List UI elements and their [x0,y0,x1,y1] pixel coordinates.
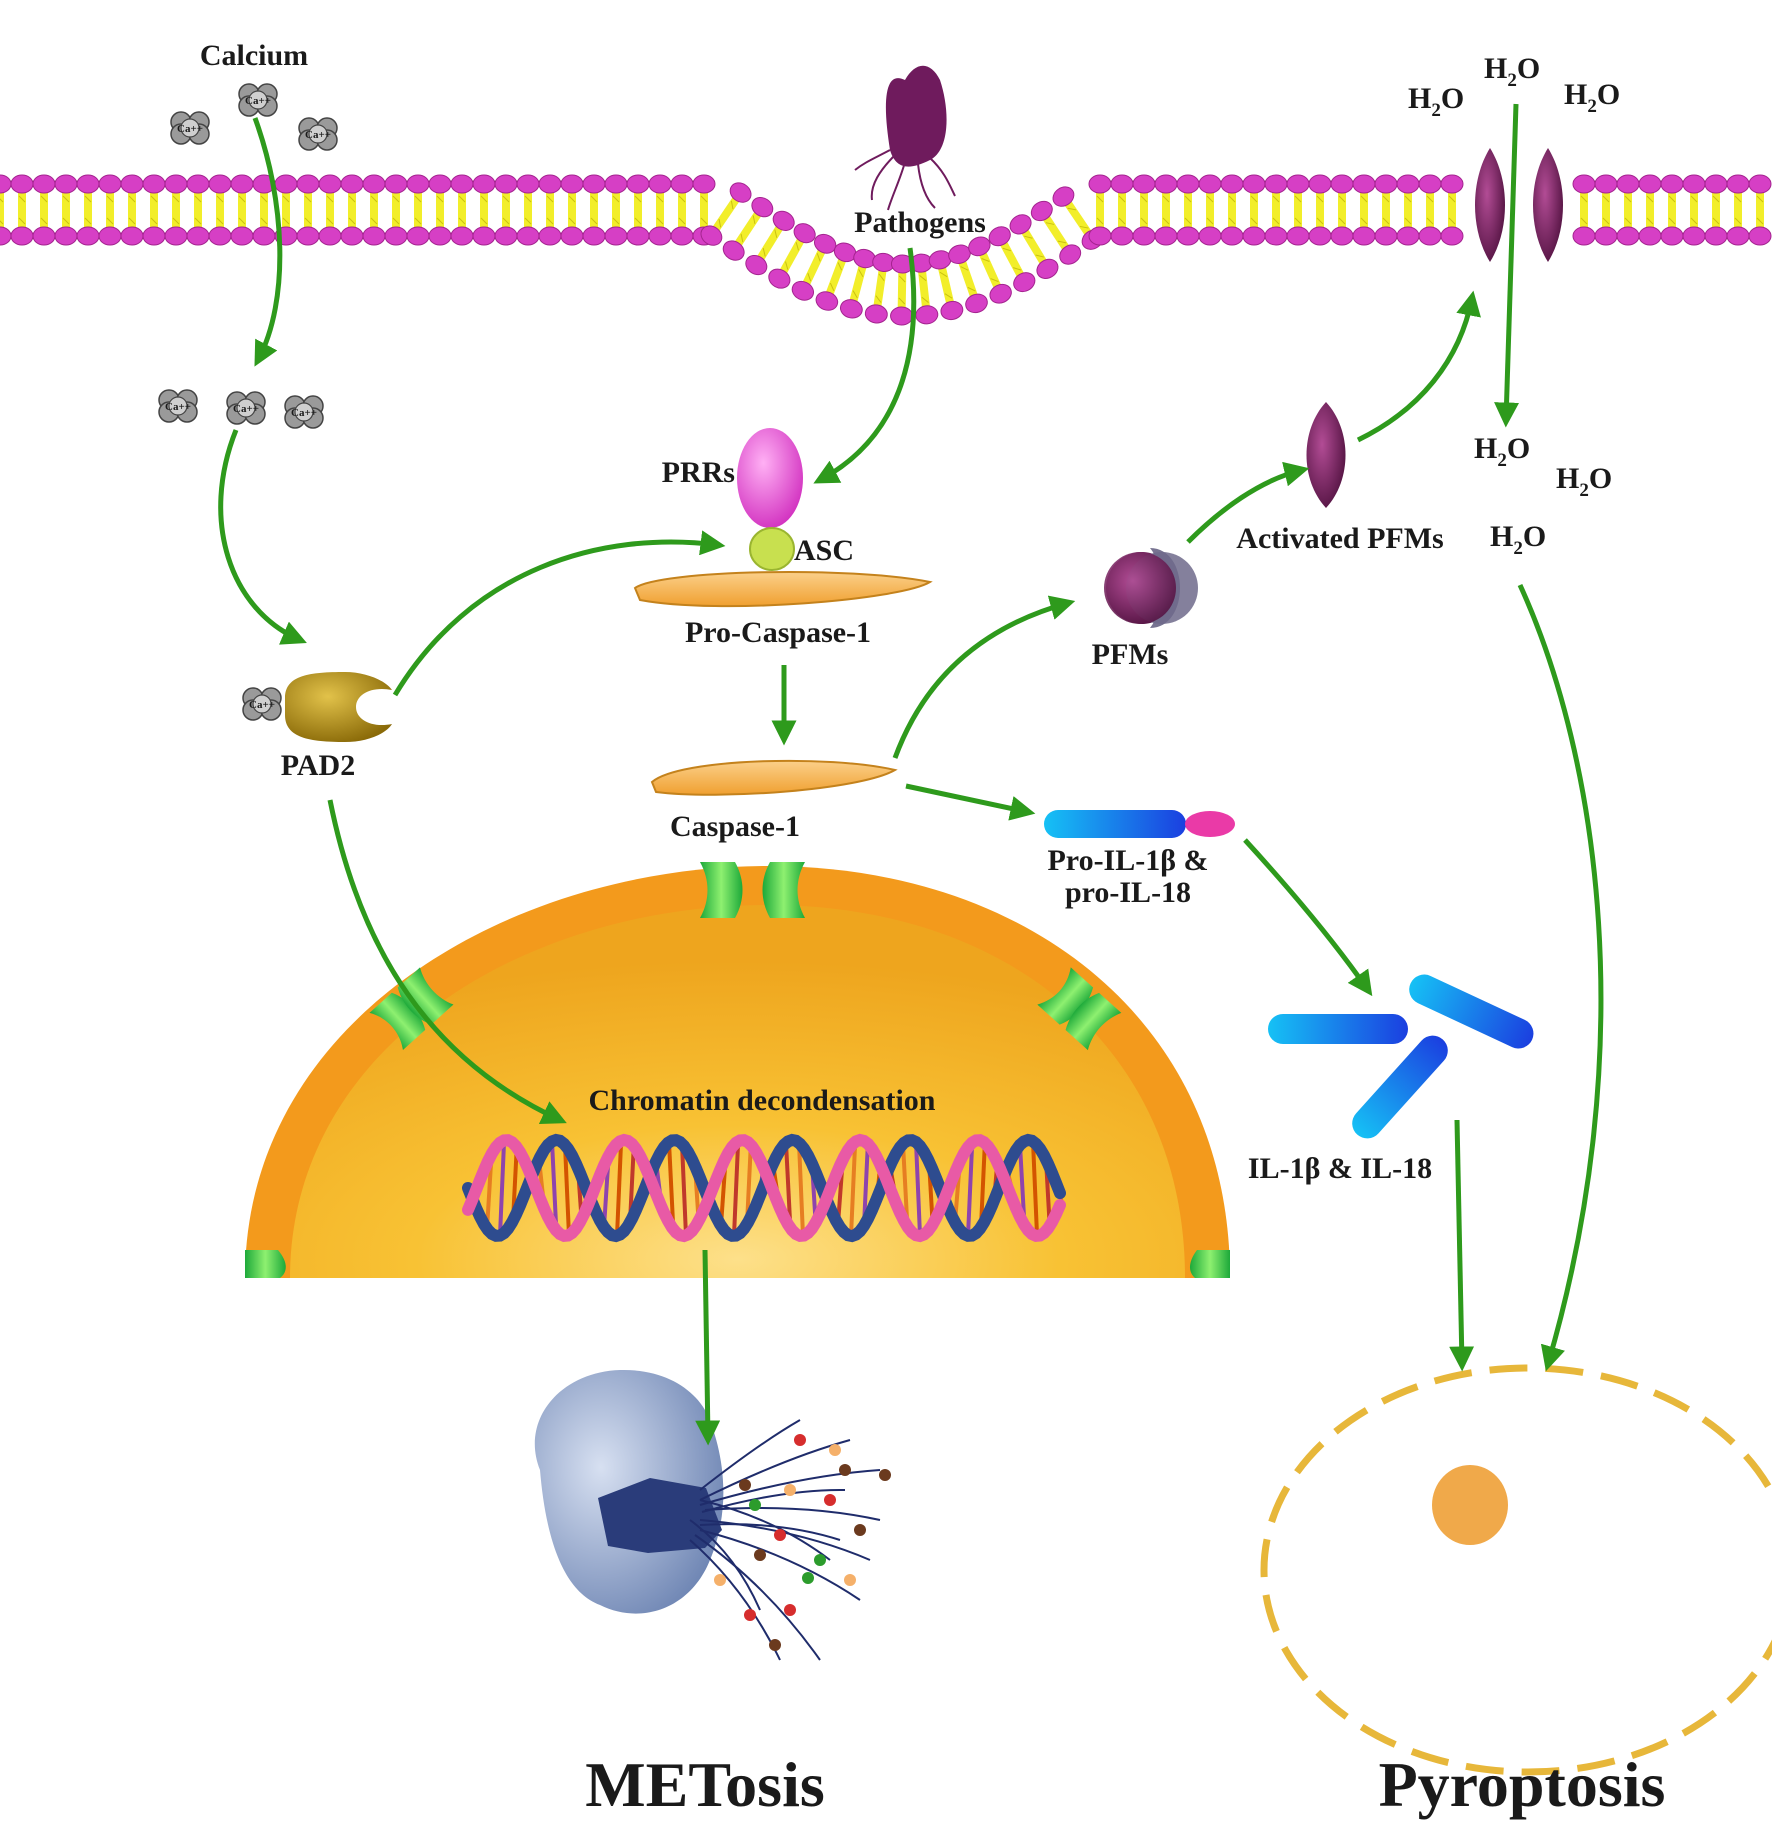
arrow-calcium-to-pad2 [218,429,307,645]
net-fibers [689,1419,891,1661]
pfms-complex [1104,548,1198,628]
svg-text:H2O: H2O [1556,462,1612,501]
arrow-caspase-to-proil [905,783,1036,821]
water-bottom-1: H2O [1474,432,1530,471]
pro-il-molecule [1044,810,1235,838]
water-top-2: H2O [1484,52,1540,91]
pyroptosis-label: Pyroptosis [1379,1749,1666,1820]
calcium-label: Calcium [200,39,308,72]
pathogens-label: Pathogens [854,206,986,239]
il-label: IL-1β & IL-18 [1248,1152,1432,1185]
il-fragment-3 [1352,1035,1448,1139]
asc-adaptor [749,527,795,571]
arrow-calcium-influx [252,117,283,367]
pro-caspase-1-shape [633,570,933,608]
water-top-3: H2O [1564,78,1620,117]
nuclear-pore-left [369,967,454,1050]
activated-pfm [1306,402,1346,508]
svg-text:H2O: H2O [1408,82,1464,121]
arrow-caspase-to-pfms [892,595,1076,759]
pro-caspase-1-label: Pro-Caspase-1 [685,616,871,649]
pro-il-label: Pro-IL-1β & [1047,844,1208,877]
net-cell [534,1369,724,1614]
nuclear-pore-top [700,862,805,918]
membrane-pore-right [1533,148,1563,262]
calcium-ion-icon: Ca++ [284,395,324,429]
prrs-label: PRRs [662,456,735,489]
pro-il-label-2: pro-IL-18 [1065,876,1191,909]
svg-text:Ca++: Ca++ [177,123,203,135]
arrow-il-to-pyroptosis [1449,1119,1475,1372]
svg-text:Ca++: Ca++ [249,699,275,711]
nuclear-pore-bottom-right [1189,1250,1230,1278]
arrow-pad2-to-asc [392,530,726,697]
il-fragment-1 [1268,1014,1408,1044]
nuclear-pore-right [1037,967,1122,1051]
prrs-receptor [737,428,803,528]
nucleus [245,866,1230,1278]
calcium-ion-icon: Ca++ [158,389,198,423]
arrow-chromatin-to-metosis [695,1249,721,1446]
asc-label: ASC [794,534,854,567]
pyroptotic-cell [1260,1364,1772,1776]
chromatin-label: Chromatin decondensation [589,1084,936,1117]
calcium-ion-icon: Ca++ [298,117,338,151]
pathway-arrows [218,103,1604,1446]
calcium-ion-icon: Ca++ [226,391,266,425]
water-bottom-3: H2O [1490,520,1546,559]
calcium-ion-icon: Ca++ [170,111,210,145]
dna-helix [462,1133,1066,1243]
water-top-1: H2O [1408,82,1464,121]
pfms-label: PFMs [1092,638,1169,671]
svg-text:H2O: H2O [1490,520,1546,559]
svg-text:Ca++: Ca++ [245,95,271,107]
pad2-label: PAD2 [281,749,355,782]
caspase-1-label: Caspase-1 [670,810,800,843]
svg-text:Ca++: Ca++ [233,403,259,415]
calcium-ions: Ca++ Ca++ Ca++ Ca++ Ca++ Ca++ Ca++ [158,83,338,721]
pad2-enzyme [285,672,392,742]
il-fragment-2 [1409,974,1534,1049]
arrow-activated-to-membrane [1356,290,1481,443]
svg-text:Ca++: Ca++ [305,129,331,141]
pathogen-icon [854,65,956,211]
svg-text:Ca++: Ca++ [291,407,317,419]
water-bottom-2: H2O [1556,462,1612,501]
arrow-pathogen-to-prrs [813,247,917,484]
arrow-pad2-to-chromatin [327,799,567,1125]
svg-text:Ca++: Ca++ [165,401,191,413]
arrow-water-efflux [1494,103,1520,428]
calcium-ion-icon: Ca++ [242,687,282,721]
nuclear-pore-bottom-left [245,1250,286,1278]
arrow-pfms-to-activated [1186,461,1310,544]
svg-text:H2O: H2O [1484,52,1540,91]
membrane-pore-left [1475,148,1505,262]
caspase-1-shape [650,759,898,796]
svg-text:H2O: H2O [1474,432,1530,471]
arrow-proil-to-il [1243,838,1373,997]
metosis-label: METosis [585,1749,825,1820]
activated-pfms-label: Activated PFMs [1236,522,1443,555]
calcium-ion-icon: Ca++ [238,83,278,117]
cell-membrane [0,174,1772,326]
svg-text:H2O: H2O [1564,78,1620,117]
arrow-water-to-pyroptosis [1517,583,1604,1372]
